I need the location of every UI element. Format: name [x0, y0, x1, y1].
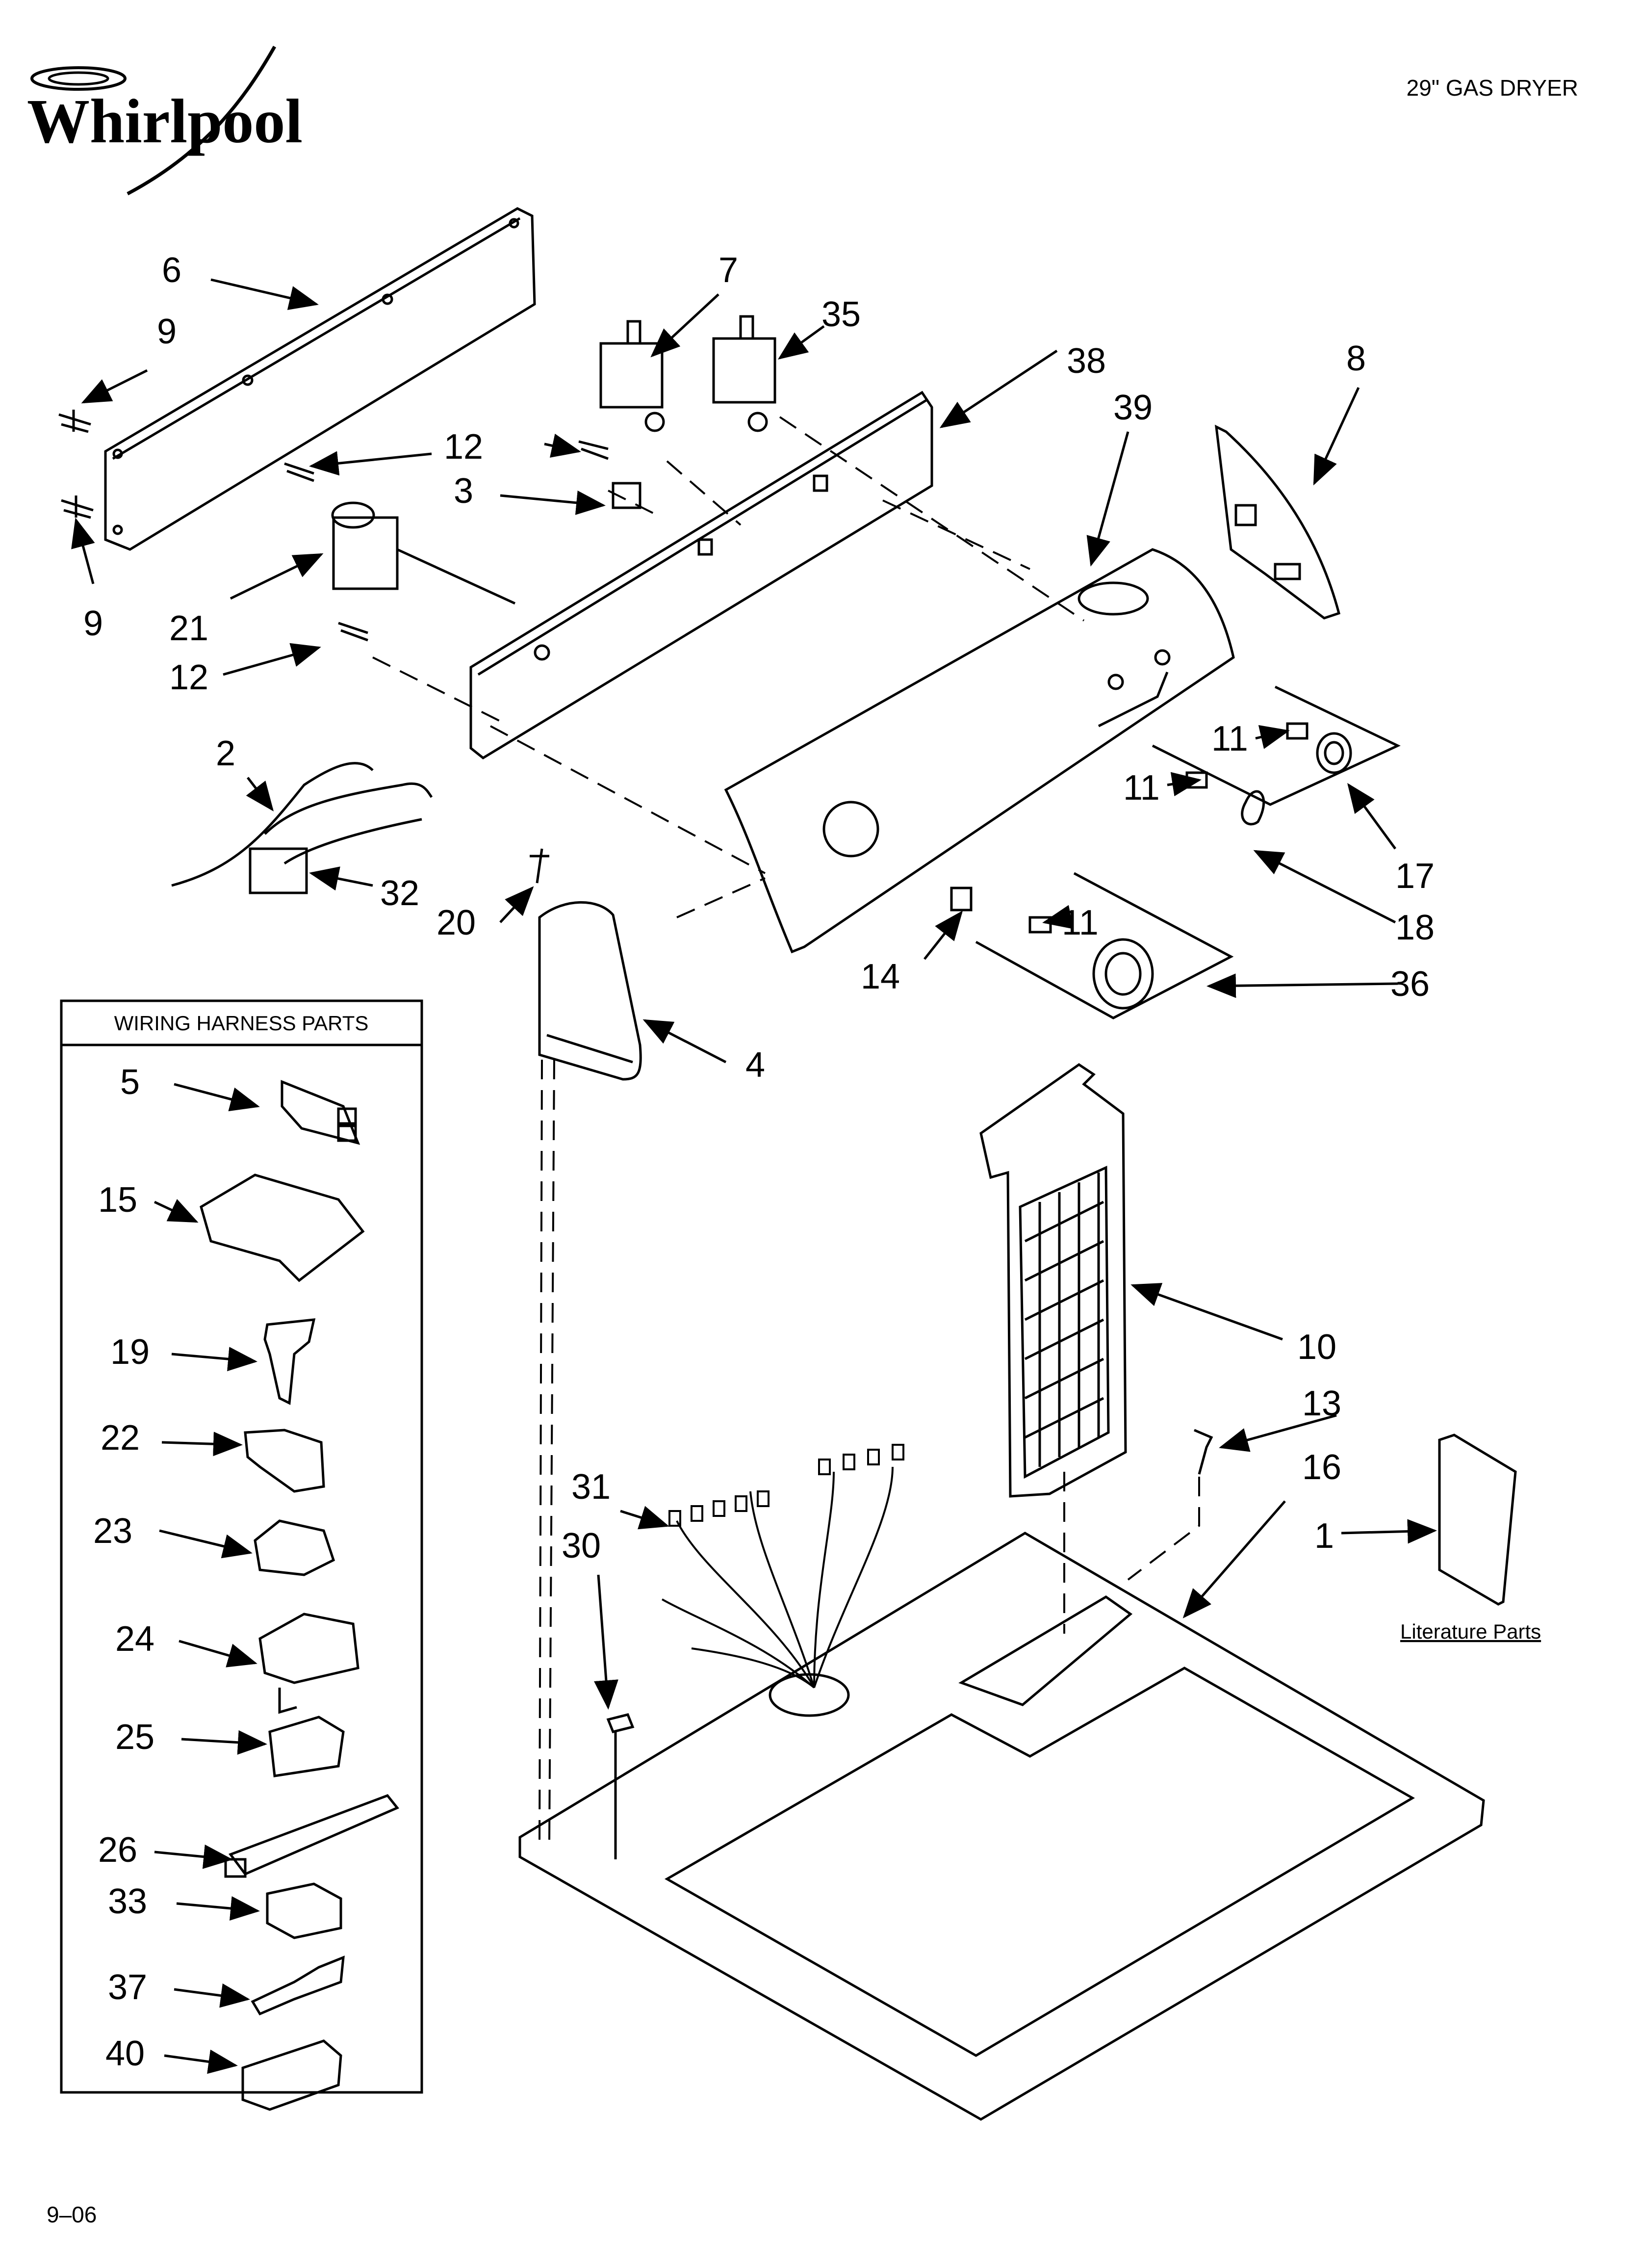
inset-item-24: 24 — [115, 1619, 154, 1659]
inset-item-26: 26 — [98, 1830, 137, 1870]
brand-logo-text: Whirlpool — [27, 86, 303, 156]
callout-12-top: 12 — [444, 427, 483, 467]
callout-35: 35 — [821, 295, 861, 334]
console-part-39 — [724, 548, 1235, 954]
switch-part-7 — [599, 320, 665, 432]
whirlpool-logo: Whirlpool — [27, 46, 303, 196]
callout-38: 38 — [1067, 341, 1106, 381]
screw-part-20 — [530, 848, 549, 884]
wiring-harness-inset: WIRING HARNESS PARTS 5 15 19 22 23 24 25… — [60, 999, 423, 2111]
callout-32: 32 — [380, 874, 419, 913]
inset-callout-labels: 5 15 19 22 23 24 25 26 33 37 40 — [93, 1063, 154, 2073]
callout-1: 1 — [1314, 1516, 1334, 1556]
inset-item-5: 5 — [120, 1063, 140, 1102]
callout-11-middle: 11 — [1123, 768, 1160, 808]
callout-labels: 6 9 9 12 3 21 12 7 35 38 39 8 2 32 20 4 … — [83, 251, 1435, 1565]
inset-arrows — [154, 1083, 267, 2074]
inset-item-37: 37 — [108, 1968, 147, 2007]
callout-16: 16 — [1302, 1448, 1341, 1487]
screw-part-14 — [950, 886, 973, 912]
callout-9-top: 9 — [157, 312, 177, 351]
callout-39: 39 — [1113, 388, 1153, 427]
callout-17: 17 — [1395, 857, 1435, 896]
literature-parts-book — [1438, 1434, 1517, 1606]
base-top-part-16 — [518, 1532, 1485, 2121]
literature-parts-label: Literature Parts — [1400, 1620, 1541, 1643]
callout-7: 7 — [718, 251, 738, 290]
bracket-part-38 — [469, 391, 933, 760]
knob-part-36 — [975, 872, 1234, 1019]
clip-part-30 — [606, 1713, 635, 1859]
callout-30: 30 — [562, 1526, 601, 1565]
callout-14: 14 — [861, 957, 900, 996]
callout-18: 18 — [1395, 908, 1435, 947]
inset-item-15: 15 — [98, 1180, 137, 1220]
date-code: 9–06 — [47, 2202, 97, 2227]
wire-bundle-part-31 — [662, 1444, 904, 1689]
callout-8: 8 — [1346, 339, 1366, 378]
lint-screen-part-10 — [979, 1063, 1127, 1498]
callout-20: 20 — [436, 903, 476, 942]
inset-title: WIRING HARNESS PARTS — [114, 1012, 369, 1035]
screw-part-13 — [1194, 1429, 1213, 1475]
callout-12-bottom: 12 — [169, 658, 208, 697]
callout-10: 10 — [1297, 1328, 1336, 1367]
inset-item-19: 19 — [110, 1332, 150, 1372]
callout-6: 6 — [162, 251, 181, 290]
side-panel-part-4 — [538, 901, 642, 1081]
callout-11-lower: 11 — [1062, 903, 1099, 942]
harness-part-2-and-connector-32 — [171, 762, 433, 894]
callout-36: 36 — [1390, 965, 1430, 1004]
inset-item-33: 33 — [108, 1882, 147, 1921]
knob-assembly-parts-11-17-18 — [1098, 672, 1401, 826]
callout-4: 4 — [745, 1045, 765, 1085]
callout-2: 2 — [216, 734, 235, 773]
switch-part-35 — [712, 315, 776, 432]
callout-21: 21 — [169, 609, 208, 648]
inset-item-23: 23 — [93, 1512, 132, 1551]
callout-arrows — [71, 278, 1437, 1710]
model-title: 29" GAS DRYER — [1407, 75, 1578, 101]
callout-11-upper: 11 — [1211, 719, 1248, 758]
screw-part-9 — [58, 410, 609, 642]
end-cap-part-8 — [1214, 424, 1341, 620]
inset-part-drawings — [200, 1080, 399, 2111]
callout-9-bottom: 9 — [83, 604, 103, 643]
callout-13: 13 — [1302, 1384, 1341, 1423]
inset-item-40: 40 — [105, 2034, 145, 2073]
rear-panel-part-6 — [104, 207, 536, 551]
leader-dashes — [372, 416, 1200, 1843]
part-3-clip — [612, 482, 641, 509]
callout-3: 3 — [454, 471, 473, 511]
callout-31: 31 — [571, 1467, 611, 1507]
timer-part-21 — [331, 501, 516, 605]
inset-item-25: 25 — [115, 1718, 154, 1757]
inset-item-22: 22 — [101, 1418, 140, 1458]
